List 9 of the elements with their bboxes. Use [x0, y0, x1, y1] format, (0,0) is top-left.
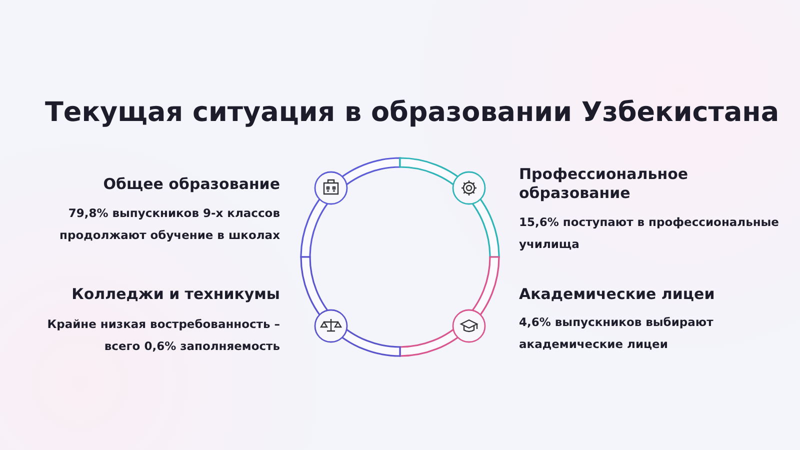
- section-text: 15,6% поступают в профессиональные училища: [519, 214, 779, 253]
- section-heading: Общее образование: [102, 175, 280, 194]
- section-heading: Колледжи и техникумы: [70, 285, 280, 304]
- section-heading: Профессиональное образование: [519, 165, 690, 203]
- title: Текущая ситуация в образовании Узбекистана: [45, 97, 780, 128]
- section-text: 79,8% выпускников 9-х классов продолжают обучение в школах: [58, 205, 280, 244]
- section-heading: Академические лицеи: [519, 285, 716, 304]
- section-text: Крайне низкая востребованность – всего 0,6% заполняемость: [46, 316, 280, 355]
- section-text: 4,6% выпускников выбирают академические лицеи: [519, 314, 714, 353]
